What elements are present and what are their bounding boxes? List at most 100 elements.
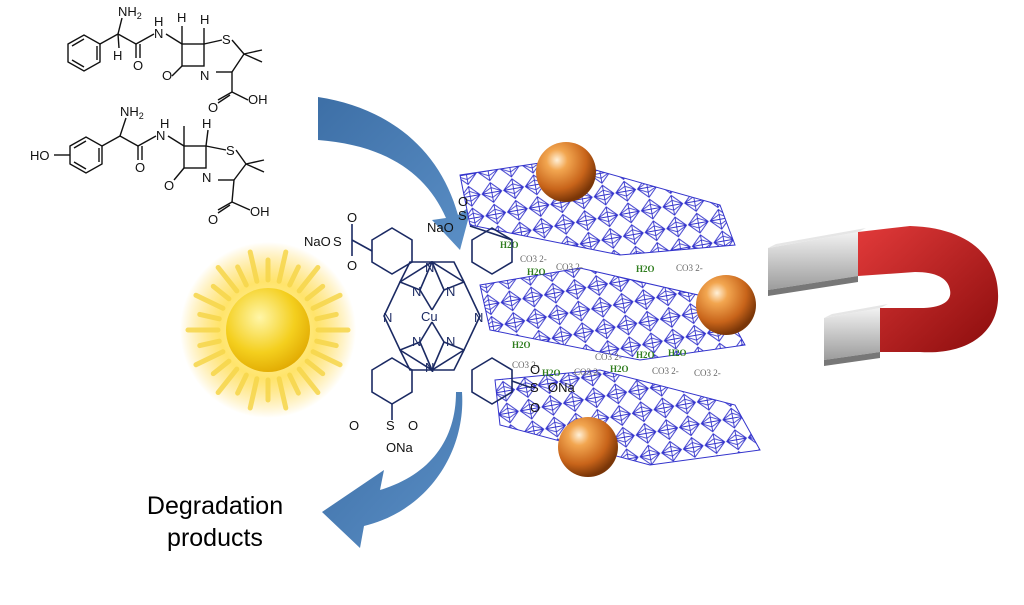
oxygen-label: O (133, 58, 143, 73)
drug-molecule-bottom (54, 117, 265, 214)
sulfonate-bottom-o-left: O (349, 418, 359, 433)
water-label: H2O (500, 240, 519, 250)
acid-oh-label-2: OH (250, 204, 270, 219)
sun-ray (276, 376, 289, 411)
sun-ray (314, 311, 339, 322)
sun-ray (235, 372, 249, 396)
sulfonate-bottom-ona: ONa (386, 440, 414, 455)
sulfonate-top-na: NaO (427, 220, 454, 235)
sun-ray (197, 311, 222, 322)
sulfonate-top-o: O (458, 194, 468, 209)
caption-line-2: products (167, 524, 263, 552)
sun-ray (310, 292, 343, 311)
carbonate-label: CO3 2- (652, 366, 679, 376)
arrow-icon (318, 97, 472, 250)
oxygen-label-2: O (135, 160, 145, 175)
pyrrole-nitrogen-label: N (446, 284, 455, 299)
bridge-nitrogen-label: N (474, 310, 483, 325)
carbonate-label: CO3 2- (676, 263, 703, 273)
sun-ray (310, 349, 343, 368)
carbonate-label: CO3 2- (694, 368, 721, 378)
nh-label-2: N (156, 128, 165, 143)
carbonyl-oxygen-label-2: O (164, 178, 174, 193)
sun-ray (215, 264, 240, 294)
water-label: H2O (636, 350, 655, 360)
sun-ray (276, 249, 289, 284)
hydrogen-label-4: H (202, 116, 211, 131)
sulfonate-right-s: S (530, 380, 539, 395)
sulfonate-bottom-o-right: O (408, 418, 418, 433)
ldh-layers (459, 159, 761, 466)
hydrogen-label: H (113, 48, 122, 63)
nh-h-label-2: H (160, 116, 169, 131)
acid-oxygen-label: O (208, 100, 218, 115)
phthalocyanine-labels: Cu N N N N N N N N NaO S O O NaO S O O S… (304, 194, 576, 455)
sulfonate-left-o-top: O (347, 210, 357, 225)
water-label: H2O (542, 368, 561, 378)
water-label: H2O (668, 348, 687, 358)
ring-nitrogen-label-2: N (202, 170, 211, 185)
sun-ray (215, 366, 240, 396)
water-label: H2O (527, 267, 546, 277)
amine-label: NH2 (118, 4, 142, 21)
sun-ray (210, 283, 232, 302)
drug-molecule-bottom-labels: HO NH2 O N H H O N S O OH (30, 104, 270, 227)
sun-ray (193, 349, 226, 368)
nh-label: N (154, 26, 163, 41)
acid-oh-label: OH (248, 92, 268, 107)
sulfonate-right-ona: ONa (548, 380, 576, 395)
water-label: H2O (636, 264, 655, 274)
sun-ray (287, 372, 301, 396)
sulfonate-left-na: NaO (304, 234, 331, 249)
carbonate-label: CO3 2- (520, 254, 547, 264)
carbonate-label: CO3 2- (556, 262, 583, 272)
copper-label: Cu (421, 309, 438, 324)
carbonyl-oxygen-label: O (162, 68, 172, 83)
acid-oxygen-label-2: O (208, 212, 218, 227)
sun-ray (197, 338, 222, 349)
sun-ray (235, 264, 249, 288)
interlayer-species: H2O CO3 2- H2O CO3 2- H2O CO3 2- H2O CO3… (500, 240, 721, 378)
bridge-nitrogen-label: N (425, 360, 434, 375)
amine-label-2: NH2 (120, 104, 144, 121)
pyrrole-nitrogen-label: N (446, 334, 455, 349)
arrow-icon-bottom (322, 392, 463, 548)
sun-ray (247, 376, 260, 411)
sun-ray (247, 249, 260, 284)
pyrrole-nitrogen-label: N (412, 284, 421, 299)
sun-ray (296, 366, 321, 396)
sulfonate-left-s: S (333, 234, 342, 249)
nanoparticle-icon (536, 142, 596, 202)
sun-ray (287, 264, 301, 288)
water-label: H2O (610, 364, 629, 374)
pyrrole-nitrogen-label: N (412, 334, 421, 349)
sulfonate-left-o-bottom: O (347, 258, 357, 273)
magnet-icon (768, 226, 999, 366)
phthalocyanine-molecule (351, 224, 533, 420)
hydroxy-label: HO (30, 148, 50, 163)
bridge-nitrogen-label: N (383, 310, 392, 325)
sulfonate-bottom-s: S (386, 418, 395, 433)
sun-icon (180, 242, 356, 418)
degradation-products-caption: Degradation products (120, 490, 310, 554)
nanoparticle-icon (696, 275, 756, 335)
caption-line-1: Degradation (146, 492, 284, 520)
nanoparticle-icon (558, 417, 618, 477)
ldh-layer-middle (479, 267, 746, 361)
water-label: H2O (512, 340, 531, 350)
sun-ray (314, 338, 339, 349)
nh-h-label: H (154, 14, 163, 29)
sulfonate-top-s: S (458, 208, 467, 223)
sun-ray (304, 283, 326, 302)
sun-ray (210, 358, 232, 377)
sun-ray (193, 292, 226, 311)
carbonate-label: CO3 2- (512, 360, 539, 370)
sulfonate-right-o-bottom: O (530, 400, 540, 415)
sun-ray (296, 264, 321, 294)
drug-molecule-top (67, 17, 263, 104)
sulfonate-right-o-top: O (530, 362, 540, 377)
carbonate-label: CO3 2- (595, 352, 622, 362)
carbonate-label: CO3 2- (574, 367, 601, 377)
hydrogen-label-2: H (177, 10, 186, 25)
ring-nitrogen-label: N (200, 68, 209, 83)
